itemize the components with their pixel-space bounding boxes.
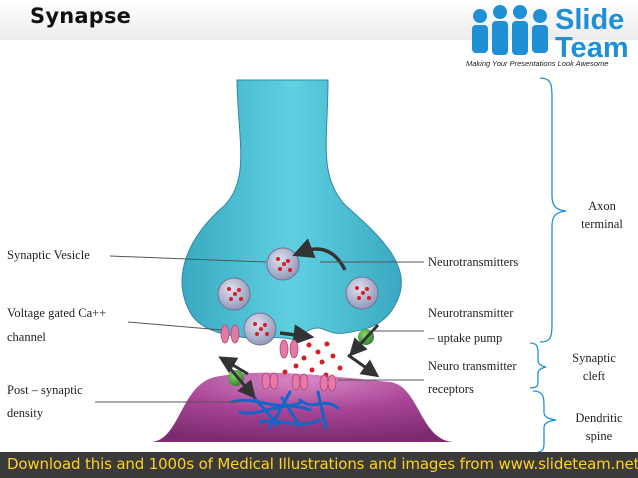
label-voltage-gated-line2: channel [7,330,46,344]
label-neurotransmitters: Neurotransmitters [428,255,519,269]
label-receptors-line2: receptors [428,382,474,396]
label-post-synaptic-line1: Post – synaptic [7,383,83,397]
synaptic-vesicle [266,247,300,281]
logo-tagline: Making Your Presentations Look Awesome [466,59,609,68]
label-receptors-line1: Neuro transmitter [428,359,517,373]
logo-word-slide: Slide [555,4,625,36]
slideteam-logo: Slide Team Making Your Presentations Loo… [466,2,636,70]
voltage-gated-channel [220,324,299,359]
label-axon-line1: Axon [588,199,616,213]
release-arrow [279,324,315,346]
label-cleft-line2: cleft [582,369,606,383]
synaptic-vesicle [217,277,251,311]
label-uptake-pump-line1: Neurotransmitter [428,306,514,320]
synaptic-vesicle [345,276,379,310]
synaptic-cleft-brace [529,342,547,389]
right-release-arrow [347,353,380,378]
logo-word-team: Team [555,32,629,64]
vesicle-cycle-arrow [292,238,347,271]
people-logo-icon [472,5,548,55]
dendritic-spine-brace [532,390,557,453]
label-voltage-gated-line1: Voltage gated Ca++ [7,306,107,320]
synaptic-vesicle [243,312,277,346]
label-cleft-line1: Synaptic [572,351,616,365]
label-dendritic-line1: Dendritic [575,411,623,425]
leader-synaptic-vesicle [109,255,267,263]
uptake-pump [348,323,380,357]
label-post-synaptic-line2: density [7,406,44,420]
label-uptake-pump-line2: – uptake pump [428,331,503,345]
label-dendritic-line2: spine [585,429,613,443]
header-bar [0,0,638,40]
leader-voltage-channel [127,321,223,331]
axon-terminal-brace [539,77,567,343]
footer-download-link[interactable]: Download this and 1000s of Medical Illus… [7,455,638,473]
post-synaptic-pump [218,356,256,399]
label-synaptic-vesicle: Synaptic Vesicle [7,248,90,262]
post-synaptic-density-filaments [230,390,340,430]
label-axon-line2: terminal [581,217,623,231]
label-dendritic-spine: Dendritic spine [566,409,632,445]
neurotransmitter-receptors [261,372,337,392]
slide-title: Synapse [30,4,132,28]
footer-bar: Download this and 1000s of Medical Illus… [0,452,638,478]
label-synaptic-cleft: Synaptic cleft [564,349,624,385]
label-axon-terminal: Axon terminal [572,197,632,233]
